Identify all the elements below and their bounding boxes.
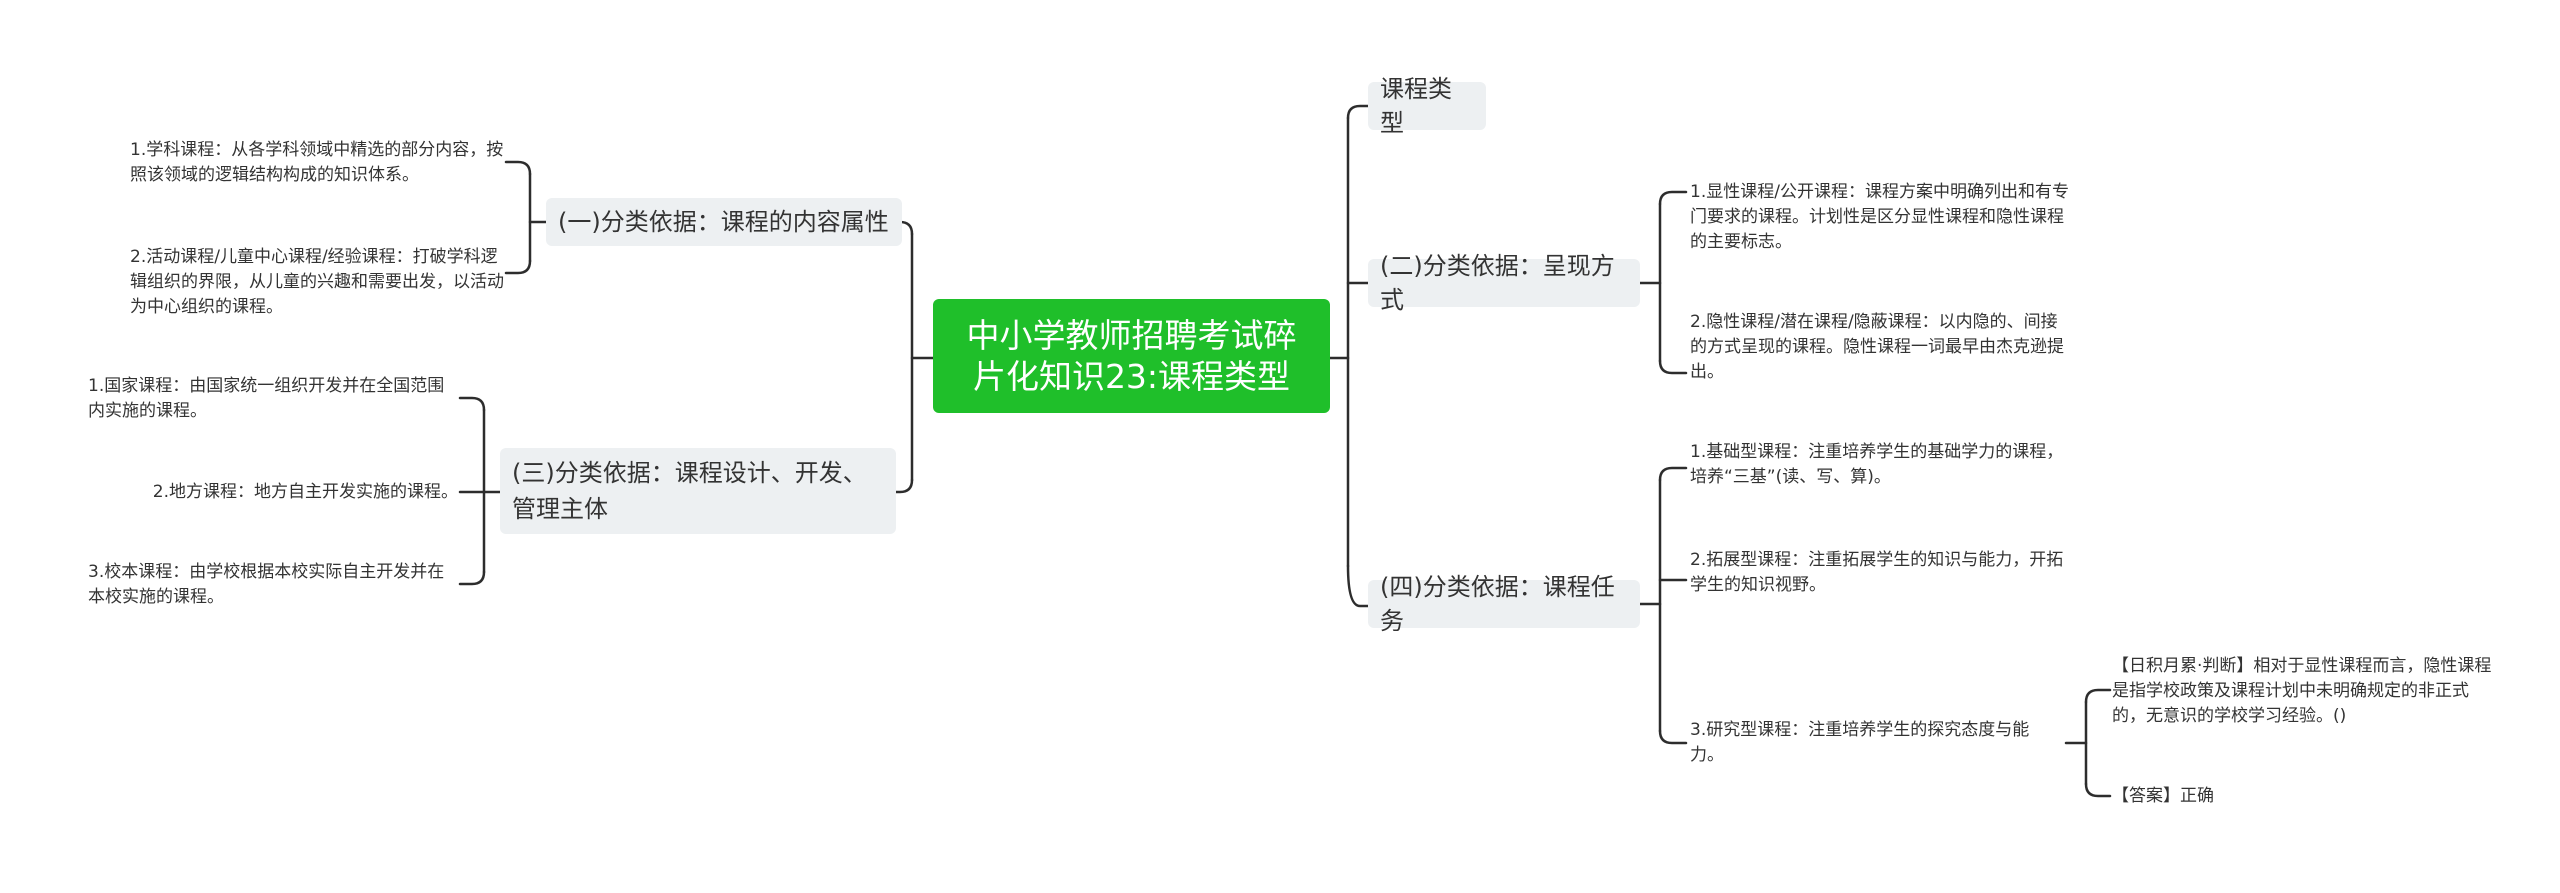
leaf-text: 2.隐性课程/潜在课程/隐蔽课程：以内隐的、间接的方式呈现的课程。隐性课程一词最… xyxy=(1690,312,2064,382)
leaf-quiz-answer[interactable]: 【答案】正确 xyxy=(2112,784,2312,809)
leaf-text: 3.研究型课程：注重培养学生的探究态度与能力。 xyxy=(1690,720,2030,765)
leaf-national-course[interactable]: 1.国家课程：由国家统一组织开发并在全国范围内实施的课程。 xyxy=(88,374,458,424)
leaf-text: 1.学科课程：从各学科领域中精选的部分内容，按照该领域的逻辑结构构成的知识体系。 xyxy=(130,140,504,185)
leaf-text: 1.显性课程/公开课程：课程方案中明确列出和有专门要求的课程。计划性是区分显性课… xyxy=(1690,182,2069,252)
root-topic[interactable]: 中小学教师招聘考试碎片化知识23:课程类型 xyxy=(933,299,1330,413)
branch-label: (四)分类依据：课程任务 xyxy=(1380,573,1615,635)
leaf-quiz-question[interactable]: 【日积月累·判断】相对于显性课程而言，隐性课程是指学校政策及课程计划中未明确规定… xyxy=(2112,654,2492,729)
leaf-research-course[interactable]: 3.研究型课程：注重培养学生的探究态度与能力。 xyxy=(1690,718,2062,768)
leaf-school-course[interactable]: 3.校本课程：由学校根据本校实际自主开发并在本校实施的课程。 xyxy=(88,560,458,610)
leaf-text: 2.活动课程/儿童中心课程/经验课程：打破学科逻辑组织的界限，从儿童的兴趣和需要… xyxy=(130,247,504,317)
leaf-extended-course[interactable]: 2.拓展型课程：注重拓展学生的知识与能力，开拓学生的知识视野。 xyxy=(1690,548,2070,598)
branch-content[interactable]: (一)分类依据：课程的内容属性 xyxy=(546,198,902,246)
branch-label: (一)分类依据：课程的内容属性 xyxy=(558,208,889,236)
leaf-explicit-course[interactable]: 1.显性课程/公开课程：课程方案中明确列出和有专门要求的课程。计划性是区分显性课… xyxy=(1690,180,2070,255)
leaf-local-course[interactable]: 2.地方课程：地方自主开发实施的课程。 xyxy=(88,480,458,505)
leaf-text: 2.拓展型课程：注重拓展学生的知识与能力，开拓学生的知识视野。 xyxy=(1690,550,2064,595)
branch-label: (二)分类依据：呈现方式 xyxy=(1380,252,1615,314)
leaf-hidden-course[interactable]: 2.隐性课程/潜在课程/隐蔽课程：以内隐的、间接的方式呈现的课程。隐性课程一词最… xyxy=(1690,310,2070,385)
branch-label: (三)分类依据：课程设计、开发、管理主体 xyxy=(512,459,867,523)
branch-task[interactable]: (四)分类依据：课程任务 xyxy=(1368,573,1640,635)
leaf-text: 【日积月累·判断】相对于显性课程而言，隐性课程是指学校政策及课程计划中未明确规定… xyxy=(2112,656,2492,726)
leaf-text: 2.地方课程：地方自主开发实施的课程。 xyxy=(152,482,458,502)
branch-presentation[interactable]: (二)分类依据：呈现方式 xyxy=(1368,252,1640,314)
leaf-basic-course[interactable]: 1.基础型课程：注重培养学生的基础学力的课程，培养“三基”(读、写、算)。 xyxy=(1690,440,2070,490)
root-title: 中小学教师招聘考试碎片化知识23:课程类型 xyxy=(966,316,1297,396)
branch-course-types[interactable]: 课程类型 xyxy=(1368,75,1486,137)
leaf-text: 1.国家课程：由国家统一组织开发并在全国范围内实施的课程。 xyxy=(88,376,445,421)
leaf-subject-course[interactable]: 1.学科课程：从各学科领域中精选的部分内容，按照该领域的逻辑结构构成的知识体系。 xyxy=(130,138,504,188)
branch-label: 课程类型 xyxy=(1380,75,1452,137)
branch-design-subject[interactable]: (三)分类依据：课程设计、开发、管理主体 xyxy=(500,448,896,534)
leaf-text: 1.基础型课程：注重培养学生的基础学力的课程，培养“三基”(读、写、算)。 xyxy=(1690,442,2064,487)
leaf-activity-course[interactable]: 2.活动课程/儿童中心课程/经验课程：打破学科逻辑组织的界限，从儿童的兴趣和需要… xyxy=(130,245,504,320)
leaf-text: 3.校本课程：由学校根据本校实际自主开发并在本校实施的课程。 xyxy=(88,562,445,607)
leaf-text: 【答案】正确 xyxy=(2112,786,2214,806)
